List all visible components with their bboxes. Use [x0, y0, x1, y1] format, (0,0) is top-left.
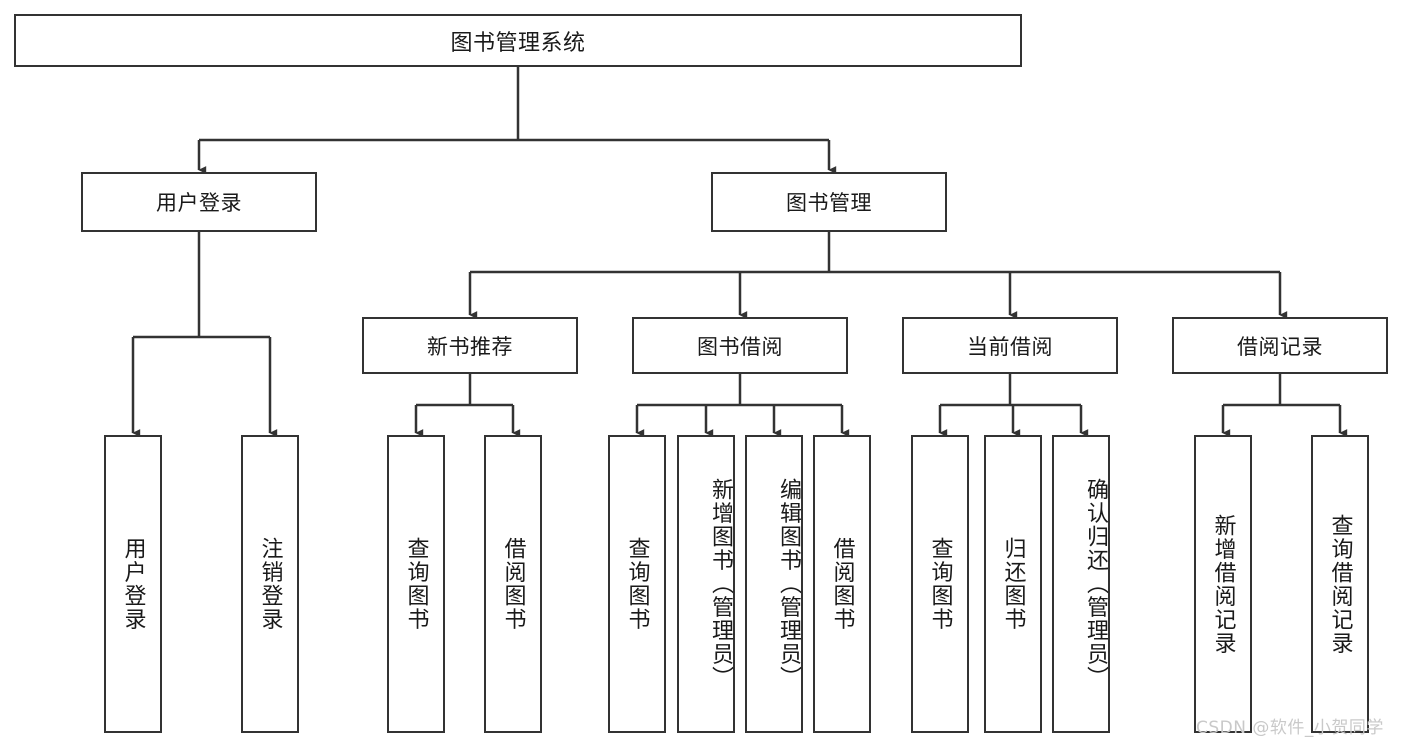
leaf-query-book-borrow[interactable]: 查询图书 — [608, 435, 666, 733]
leaf-confirm-return-admin[interactable]: 确认归还（管理员） — [1052, 435, 1110, 733]
node-current-borrow[interactable]: 当前借阅 — [902, 317, 1118, 374]
node-book-manage[interactable]: 图书管理 — [711, 172, 947, 232]
node-new-book-recommend[interactable]: 新书推荐 — [362, 317, 578, 374]
leaf-add-book-admin[interactable]: 新增图书（管理员） — [677, 435, 735, 733]
node-root[interactable]: 图书管理系统 — [14, 14, 1022, 67]
leaf-return-book[interactable]: 归还图书 — [984, 435, 1042, 733]
tree-edges — [131, 67, 1348, 437]
leaf-logout-login[interactable]: 注销登录 — [241, 435, 299, 733]
leaf-add-borrow-record[interactable]: 新增借阅记录 — [1194, 435, 1252, 733]
csdn-watermark: CSDN @软件_小贺同学 — [1196, 718, 1384, 738]
leaf-query-book-recommend[interactable]: 查询图书 — [387, 435, 445, 733]
node-user-login[interactable]: 用户登录 — [81, 172, 317, 232]
leaf-user-login[interactable]: 用户登录 — [104, 435, 162, 733]
leaf-borrow-book[interactable]: 借阅图书 — [813, 435, 871, 733]
leaf-query-borrow-record[interactable]: 查询借阅记录 — [1311, 435, 1369, 733]
leaf-query-book-current[interactable]: 查询图书 — [911, 435, 969, 733]
leaf-borrow-book-recommend[interactable]: 借阅图书 — [484, 435, 542, 733]
node-borrow-record[interactable]: 借阅记录 — [1172, 317, 1388, 374]
leaf-edit-book-admin[interactable]: 编辑图书（管理员） — [745, 435, 803, 733]
node-book-borrow[interactable]: 图书借阅 — [632, 317, 848, 374]
